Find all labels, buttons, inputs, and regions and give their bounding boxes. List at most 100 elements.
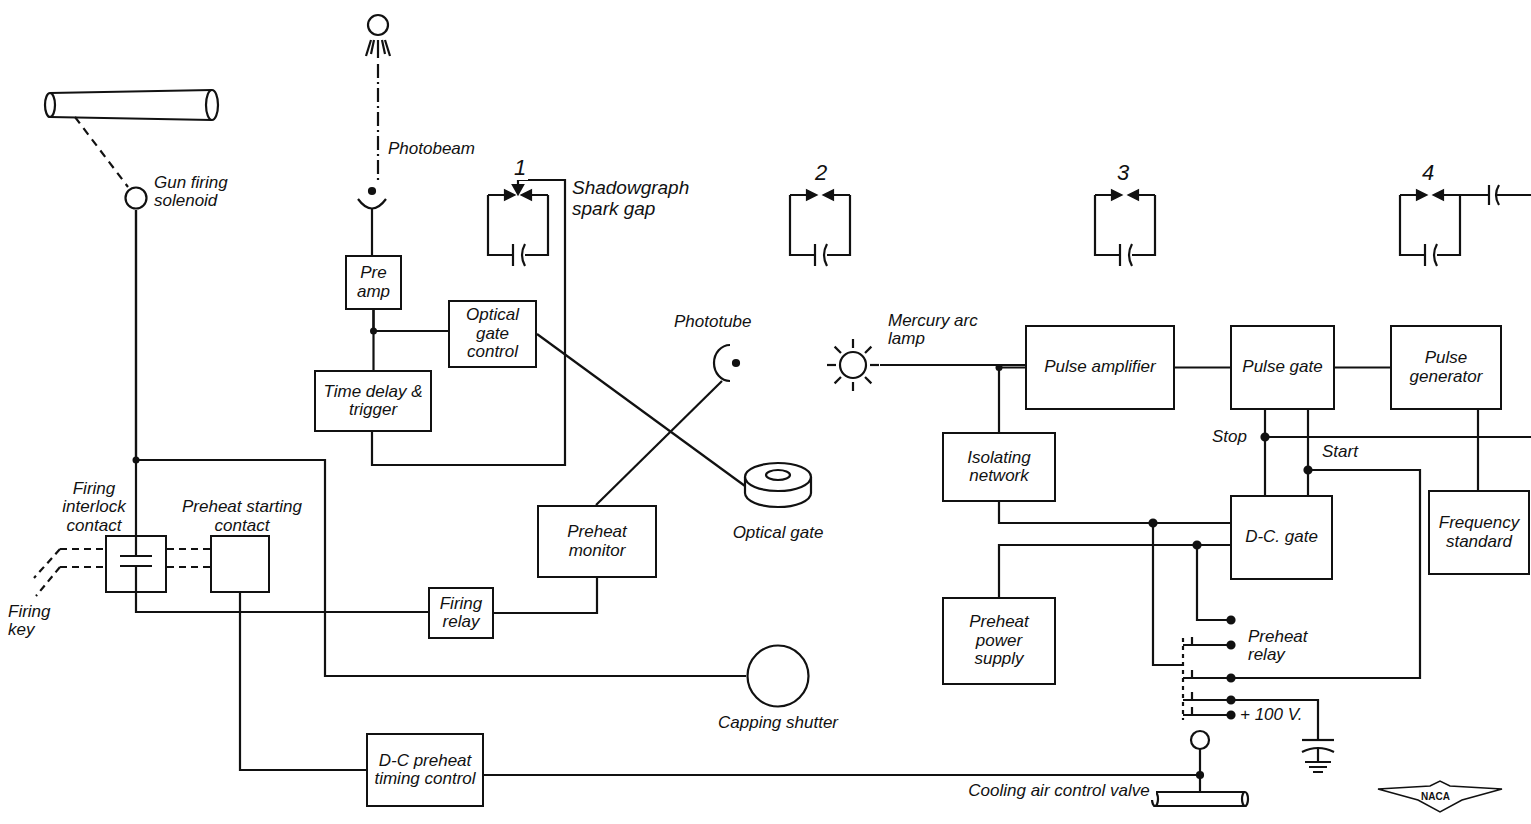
callout-number: 4 — [1420, 161, 1436, 185]
schematic-stroke — [1191, 731, 1209, 749]
node-text-block: Optical gate control — [455, 306, 530, 361]
wire-connector — [999, 502, 1230, 523]
node-label: Frequency standard — [1435, 514, 1523, 551]
node-text-block: Firing interlock contact — [55, 480, 133, 535]
logo-text: NACA — [1421, 792, 1450, 803]
part-label: Shadowgraph spark gap — [570, 178, 724, 219]
callout-number: 2 — [813, 161, 829, 185]
schematic-stroke — [482, 774, 1196, 776]
schematic-stroke — [1305, 749, 1331, 772]
schematic-stroke — [513, 244, 525, 266]
junction-dot — [370, 328, 377, 335]
schematic-stroke — [368, 15, 388, 35]
schematic-stroke — [1182, 638, 1184, 720]
connector-group — [1335, 367, 1390, 368]
node-text-block: Isolating network — [949, 449, 1049, 486]
signal-label: Stop — [1210, 428, 1249, 446]
schematic-stroke — [807, 191, 833, 200]
solenoid-circle: Gun firing solenoid — [124, 186, 148, 210]
schematic-stroke — [865, 377, 871, 383]
schematic-stroke — [1112, 191, 1138, 200]
schematic-stroke — [1231, 700, 1318, 740]
node-label: Capping shutter — [696, 714, 860, 732]
schematic-stroke — [840, 352, 866, 378]
wire-connector — [1264, 410, 1266, 495]
circle-outline — [126, 188, 147, 209]
circle-outline — [746, 644, 810, 708]
process-box: Pulse generator — [1390, 325, 1502, 410]
node-text-block: D-C preheat timing control — [373, 752, 477, 789]
node-text-block: Optical gate — [713, 524, 843, 542]
wire-connector — [1307, 410, 1309, 495]
spark-gap-symbol — [1095, 191, 1155, 267]
node-label: Optical gate control — [455, 306, 530, 361]
schematic-stroke — [377, 64, 379, 180]
schematic-stroke — [1302, 739, 1334, 741]
voltage-label: + 100 V. — [1238, 706, 1305, 724]
schematic-stroke — [513, 185, 523, 194]
node-label: Time delay & trigger — [321, 383, 425, 420]
schematic-stroke — [488, 195, 548, 255]
schematic-stroke — [1228, 675, 1235, 682]
part-label: Phototube — [672, 313, 754, 331]
schematic-stroke — [1242, 792, 1248, 806]
wire-connector — [136, 593, 428, 612]
process-box: Optical gate control — [448, 300, 537, 368]
schematic-stroke — [1417, 191, 1443, 200]
process-box: Preheat power supply — [942, 597, 1056, 685]
schematic-stroke — [852, 382, 854, 391]
schematic-stroke — [596, 381, 722, 505]
spark-gap-symbol — [1400, 191, 1460, 267]
process-box: Time delay & trigger — [314, 370, 432, 432]
connector-group — [1175, 367, 1230, 368]
ring-side — [745, 477, 811, 507]
schematic-stroke — [1183, 645, 1230, 715]
contact-box: Preheat starting contact — [210, 535, 270, 593]
connector-group — [1308, 410, 1309, 495]
schematic-stroke — [835, 377, 841, 383]
part-label: Firing key — [6, 603, 68, 640]
node-label: Preheat monitor — [544, 523, 650, 560]
junction-dot — [996, 364, 1003, 371]
schematic-stroke — [1095, 194, 1155, 196]
schematic-stroke — [505, 191, 531, 200]
schematic-stroke — [1199, 749, 1201, 792]
photobeam-lamp — [358, 15, 390, 255]
node-text-block: Preheat starting contact — [172, 498, 312, 535]
process-box: D-C. gate — [1230, 495, 1333, 580]
node-text-block: Capping shutter — [696, 714, 860, 732]
spark-gap-4-capacitor — [1460, 185, 1531, 205]
junction-dot — [133, 457, 140, 464]
connector-group — [136, 593, 428, 612]
node-text-block: Time delay & trigger — [321, 383, 425, 420]
schematic-stroke — [790, 194, 850, 196]
connector-group — [133, 210, 747, 676]
wire-connector — [240, 593, 366, 770]
connector-group — [1265, 410, 1266, 495]
process-box: Firing relay — [428, 587, 494, 639]
schematic-stroke — [865, 347, 871, 353]
schematic-stroke — [1191, 637, 1193, 715]
schematic-stroke — [880, 364, 1025, 366]
node-label: D-C preheat timing control — [373, 752, 477, 789]
circle-outline — [748, 646, 809, 707]
node-text-block: Pulse generator — [1397, 349, 1495, 386]
schematic-stroke — [790, 195, 850, 255]
schematic-stroke — [1460, 185, 1531, 205]
schematic-stroke — [1400, 194, 1460, 196]
schematic-stroke — [835, 347, 841, 353]
process-box: Pulse amplifier — [1025, 325, 1175, 410]
node-label: Gun firing solenoid — [154, 174, 254, 211]
callout-number: 3 — [1115, 161, 1131, 185]
schematic-stroke — [1155, 792, 1245, 806]
schematic-stroke — [369, 188, 375, 194]
spark-gap-symbol — [790, 191, 850, 267]
wire-connector — [1175, 366, 1230, 368]
schematic-stroke — [206, 90, 218, 120]
shutter-circle: Capping shutter — [746, 644, 810, 708]
contact-box: Firing interlock contact — [105, 535, 167, 593]
